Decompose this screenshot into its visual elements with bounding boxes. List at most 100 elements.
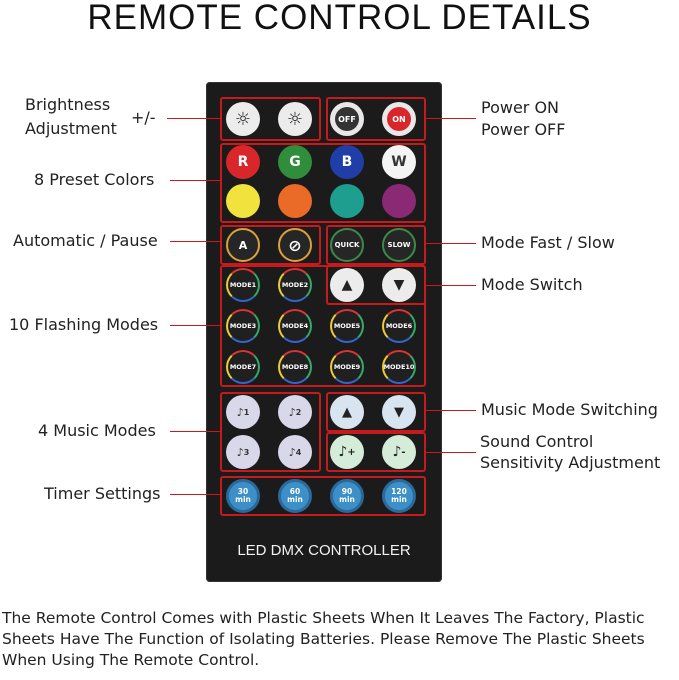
mode-label: MODE7 xyxy=(229,363,257,371)
auto-button[interactable]: A xyxy=(226,228,260,262)
timer-panel xyxy=(220,476,426,516)
footer-note: The Remote Control Comes with Plastic Sh… xyxy=(2,609,645,669)
power-off-button[interactable]: OFF xyxy=(330,102,364,136)
label-flashing-modes: 10 Flashing Modes xyxy=(9,315,159,334)
label-mode-switch: Mode Switch xyxy=(481,275,583,294)
mode-up-icon: ▲ xyxy=(341,277,353,293)
timer-value: 90 xyxy=(341,487,353,496)
pointer-line xyxy=(426,243,476,244)
modes-panel xyxy=(220,265,426,387)
power-off-icon: OFF xyxy=(335,107,359,131)
mode9-button[interactable]: MODE9 xyxy=(330,350,364,384)
music2-button[interactable]: ♪2 xyxy=(278,395,312,429)
timer-unit: min xyxy=(339,495,355,504)
music-note-icon: ♪ xyxy=(288,445,296,459)
mode-label: MODE1 xyxy=(229,281,257,289)
music1-button[interactable]: ♪1 xyxy=(226,395,260,429)
music3-button[interactable]: ♪3 xyxy=(226,435,260,469)
mode7-button[interactable]: MODE7 xyxy=(226,350,260,384)
mode-label: MODE8 xyxy=(281,363,309,371)
quick-button[interactable]: QUICK xyxy=(330,228,364,262)
music-note-icon: ♪ xyxy=(236,405,244,419)
brightness-down-button[interactable]: ☼ xyxy=(278,102,312,136)
mode8-button[interactable]: MODE8 xyxy=(278,350,312,384)
pointer-line xyxy=(170,494,220,495)
mode4-button[interactable]: MODE4 xyxy=(278,309,312,343)
label-brightness-line2: Adjustment xyxy=(25,119,117,138)
mode-switch-panel xyxy=(326,265,426,305)
pointer-line xyxy=(170,431,220,432)
sensitivity-plus-button[interactable]: ♪+ xyxy=(330,435,364,469)
auto-icon: A xyxy=(238,238,248,252)
colors-panel xyxy=(220,143,426,223)
brightness-up-icon: ☼ xyxy=(234,108,252,130)
music-note-icon: ♪ xyxy=(236,445,244,459)
color-label: W xyxy=(391,154,407,170)
label-music-switching: Music Mode Switching xyxy=(481,400,658,419)
timer-unit: min xyxy=(235,495,251,504)
remote-control: ☼ ☼ OFF ON R G B W A ⊘ QUICK SLOW MODE1 … xyxy=(206,82,442,582)
sensitivity-plus-label: + xyxy=(347,446,356,458)
mode-label: MODE9 xyxy=(333,363,361,371)
remote-brand: LED DMX CONTROLLER xyxy=(237,542,411,559)
music-number: 2 xyxy=(295,407,302,417)
pointer-line xyxy=(426,452,476,453)
color-white-button[interactable]: W xyxy=(382,145,416,179)
label-timer: Timer Settings xyxy=(44,484,161,503)
speed-panel xyxy=(326,225,426,265)
mode-up-button[interactable]: ▲ xyxy=(330,268,364,302)
label-sound-line1: Sound Control xyxy=(480,432,594,451)
color-purple-button[interactable] xyxy=(382,184,416,218)
color-green-button[interactable]: G xyxy=(278,145,312,179)
mode10-button[interactable]: MODE10 xyxy=(382,350,416,384)
label-music-modes: 4 Music Modes xyxy=(38,421,156,440)
brightness-panel xyxy=(220,97,321,141)
sensitivity-minus-button[interactable]: ♪- xyxy=(382,435,416,469)
color-red-button[interactable]: R xyxy=(226,145,260,179)
quick-label: QUICK xyxy=(334,241,360,249)
brightness-up-button[interactable]: ☼ xyxy=(226,102,260,136)
pause-icon: ⊘ xyxy=(288,235,302,255)
music-up-button[interactable]: ▲ xyxy=(330,395,364,429)
pointer-line xyxy=(426,410,476,411)
mode-down-icon: ▼ xyxy=(393,277,405,293)
mode6-button[interactable]: MODE6 xyxy=(382,309,416,343)
mode-label: MODE4 xyxy=(281,322,309,330)
mode5-button[interactable]: MODE5 xyxy=(330,309,364,343)
music-number: 1 xyxy=(243,407,250,417)
power-on-button[interactable]: ON xyxy=(382,102,416,136)
mode-label: MODE2 xyxy=(281,281,309,289)
color-orange-button[interactable] xyxy=(278,184,312,218)
color-yellow-button[interactable] xyxy=(226,184,260,218)
color-blue-button[interactable]: B xyxy=(330,145,364,179)
label-brightness-line1: Brightness xyxy=(25,95,111,114)
slow-label: SLOW xyxy=(387,241,411,249)
pointer-line xyxy=(426,285,476,286)
color-cyan-button[interactable] xyxy=(330,184,364,218)
music-number: 3 xyxy=(243,447,250,457)
pointer-line xyxy=(426,118,476,119)
label-power-off: Power OFF xyxy=(481,120,566,139)
timer-unit: min xyxy=(391,495,407,504)
label-brightness-sign: +/- xyxy=(131,108,156,127)
label-sound-line2: Sensitivity Adjustment xyxy=(480,453,661,472)
auto-pause-panel xyxy=(220,225,321,265)
pause-button[interactable]: ⊘ xyxy=(278,228,312,262)
mode1-button[interactable]: MODE1 xyxy=(226,268,260,302)
mode3-button[interactable]: MODE3 xyxy=(226,309,260,343)
power-panel xyxy=(326,97,426,141)
mode-down-button[interactable]: ▼ xyxy=(382,268,416,302)
music-up-icon: ▲ xyxy=(342,404,352,420)
pointer-line xyxy=(170,180,220,181)
music-number: 4 xyxy=(295,447,302,457)
music-down-icon: ▼ xyxy=(394,404,404,420)
music4-button[interactable]: ♪4 xyxy=(278,435,312,469)
music-down-button[interactable]: ▼ xyxy=(382,395,416,429)
mode2-button[interactable]: MODE2 xyxy=(278,268,312,302)
timer-value: 60 xyxy=(289,487,301,496)
slow-button[interactable]: SLOW xyxy=(382,228,416,262)
